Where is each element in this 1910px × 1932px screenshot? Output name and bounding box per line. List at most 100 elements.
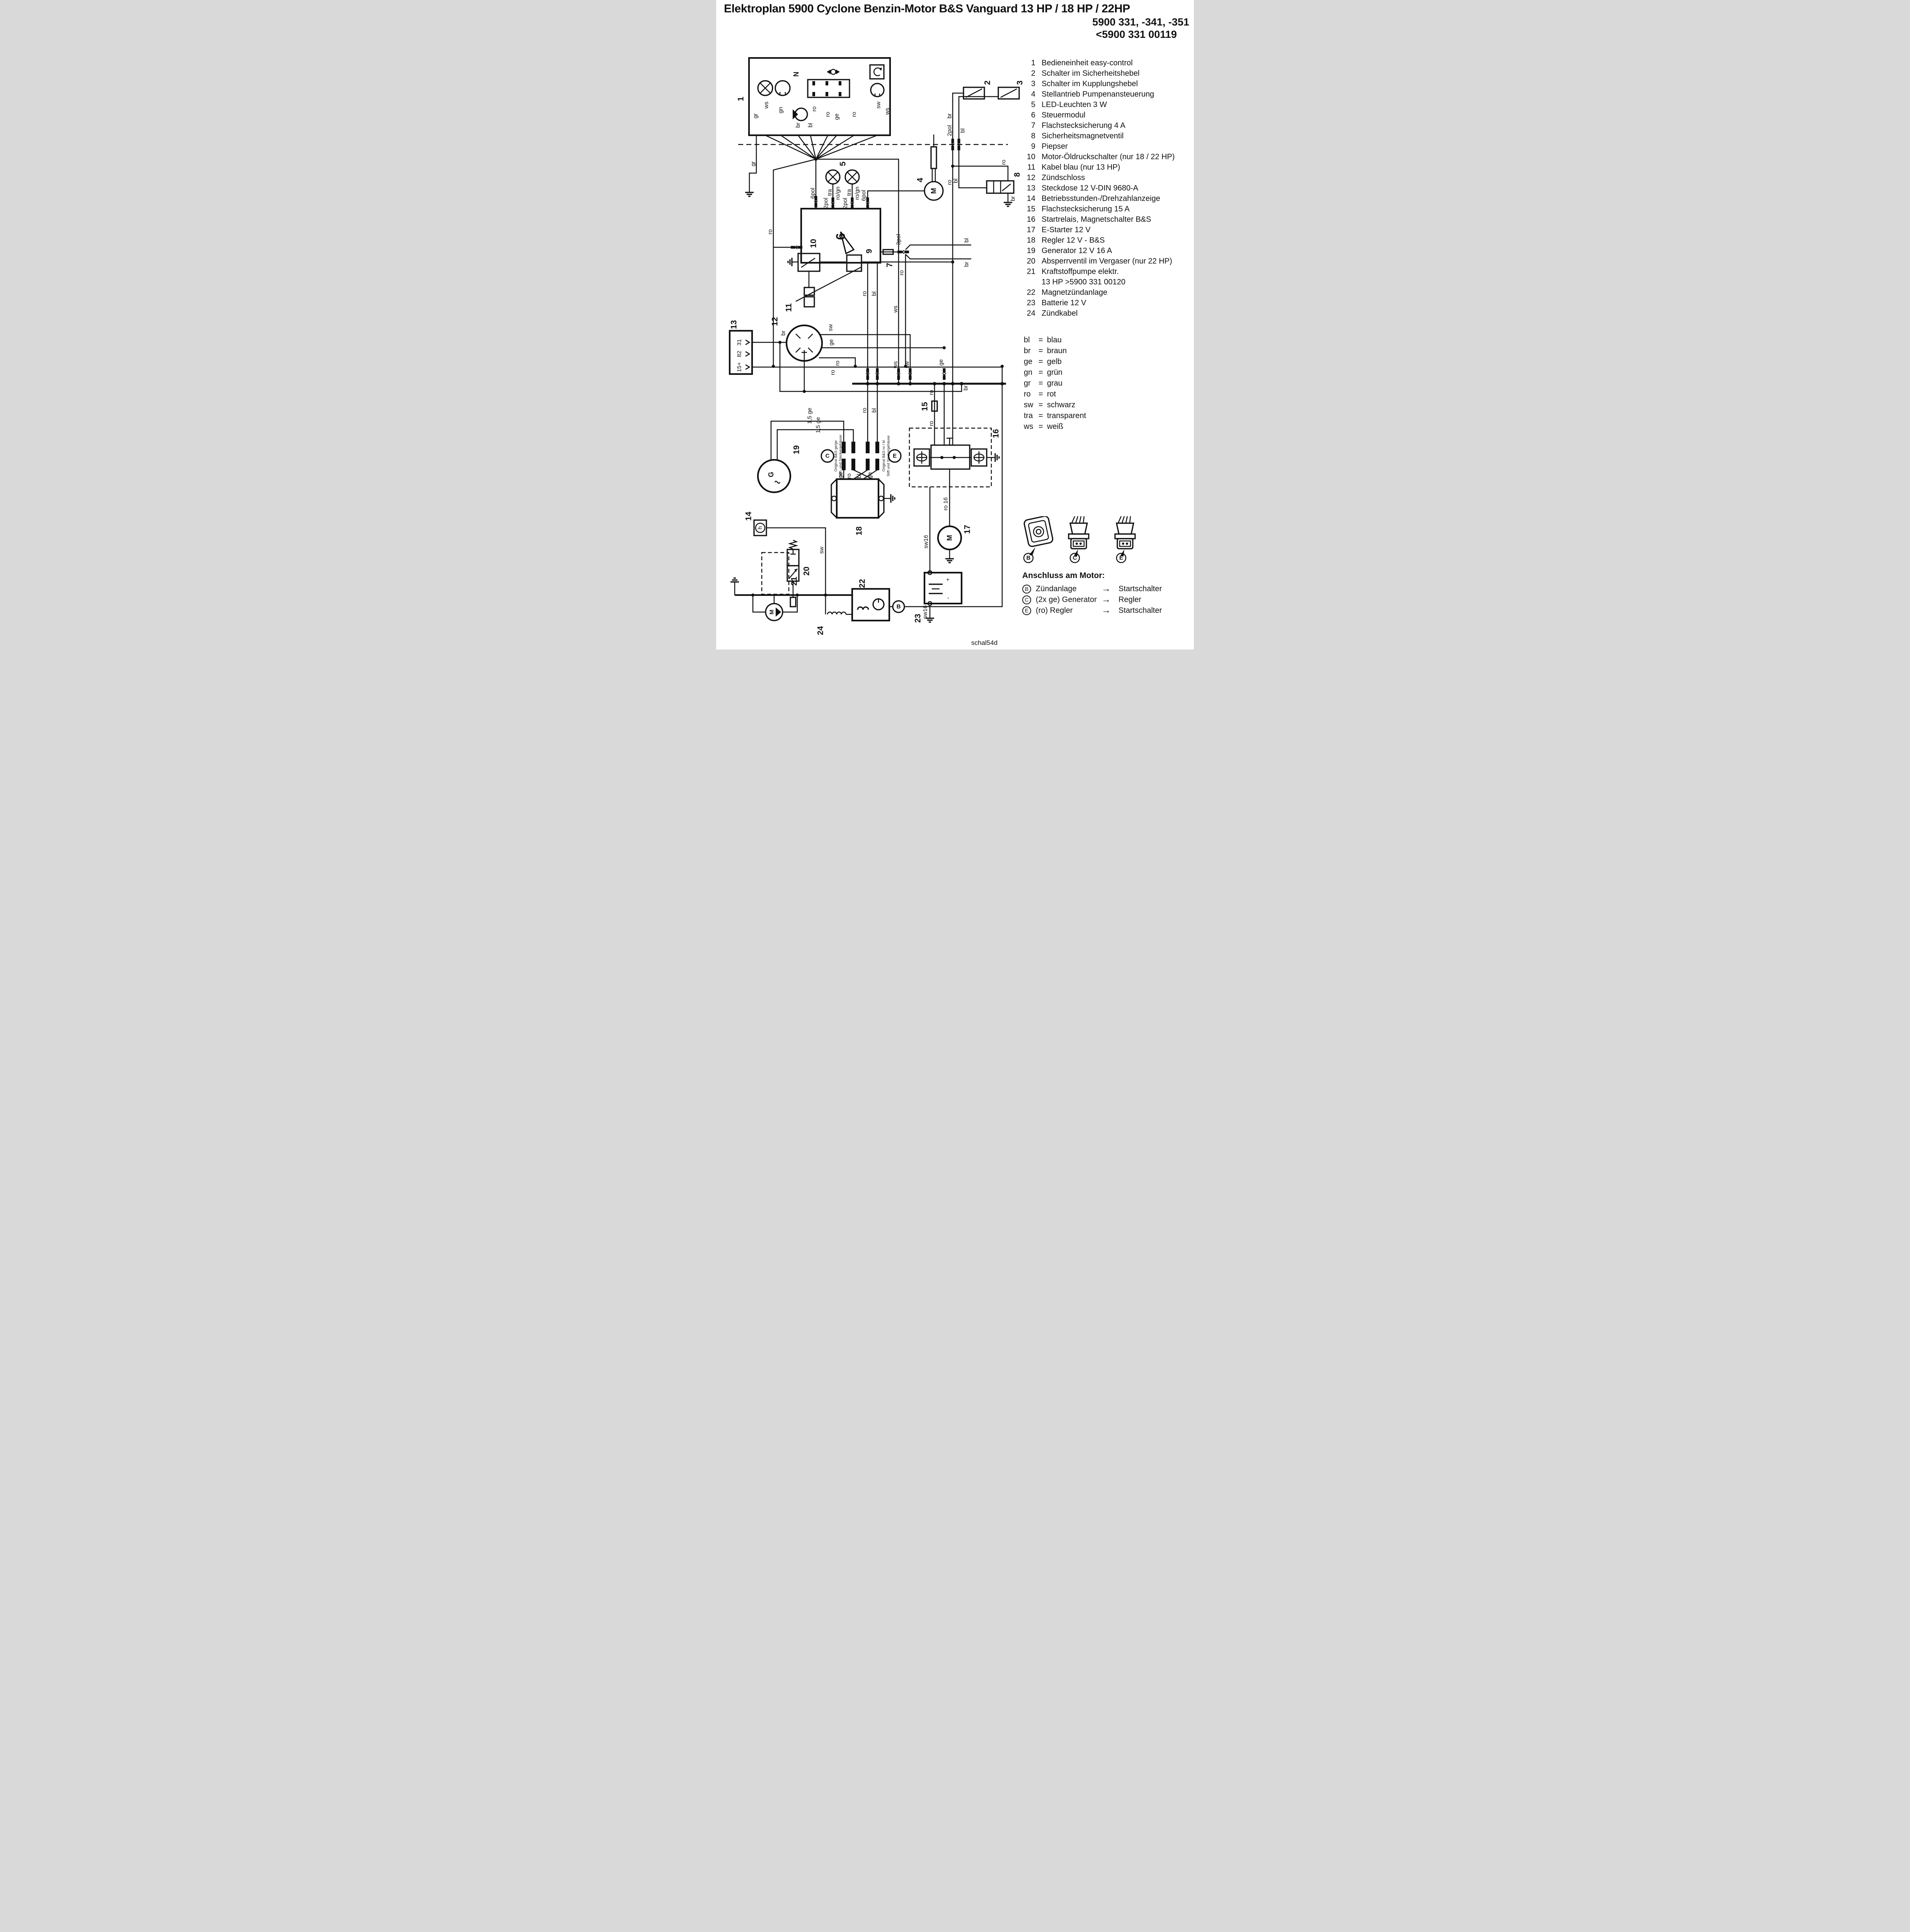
- wire-label: ro: [767, 229, 774, 234]
- wire-label: 1,5 ge: [807, 408, 813, 424]
- wire-label: br: [946, 113, 953, 118]
- item-label: Flachstecksicherung 15 A: [1042, 205, 1130, 213]
- color-row: gn=grün: [1024, 367, 1086, 378]
- neutral-symbol: N: [792, 72, 800, 77]
- item-number: [1024, 277, 1035, 287]
- anschluss-to: Startschalter: [1118, 606, 1162, 615]
- item-label: Flachstecksicherung 4 A: [1042, 121, 1125, 130]
- serial-range: <5900 331 00119: [1096, 29, 1177, 40]
- item-label: Schalter im Sicherheitshebel: [1042, 69, 1140, 78]
- component-number: 20: [802, 566, 811, 575]
- drive-direction-icon: [827, 69, 840, 75]
- wire-label: sw: [827, 324, 834, 332]
- hour-symbol: h: [757, 526, 764, 529]
- color-abbr: ws: [1024, 422, 1033, 431]
- list-item: 10 Motor-Öldruckschalter (nur 18 / 22 HP): [1024, 152, 1175, 162]
- item-number: 22: [1026, 288, 1035, 297]
- component-number: 4: [916, 178, 925, 182]
- item-label: Magnetzündanlage: [1042, 288, 1108, 297]
- connector-key-b: B: [897, 604, 901, 610]
- item-label: 13 HP >5900 331 00120: [1042, 278, 1126, 286]
- item-label: Motor-Öldruckschalter (nur 18 / 22 HP): [1042, 153, 1175, 161]
- component-4-stellantrieb: M 4: [867, 134, 944, 209]
- wire-label: ge: [838, 472, 844, 479]
- wire-label: ws: [892, 361, 899, 369]
- wire-label: sw16: [922, 605, 929, 619]
- wire-label: tra: [827, 189, 833, 196]
- component-number: 24: [816, 626, 825, 635]
- model-numbers: 5900 331, -341, -351: [1092, 16, 1189, 28]
- switch-wiring: br 2pol bl ro ro bl: [946, 92, 1009, 384]
- component-22-magnetzuendanlage: 22 B: [851, 366, 1003, 622]
- item-label: E-Starter 12 V: [1042, 226, 1091, 234]
- item-label: Regler 12 V - B&S: [1042, 236, 1105, 245]
- color-row: ws=weiß: [1024, 421, 1086, 432]
- color-name: rot: [1047, 390, 1056, 398]
- component-number: 17: [963, 525, 972, 534]
- item-number: 18: [1026, 236, 1035, 245]
- component-number: 19: [792, 445, 801, 454]
- component-number: 22: [858, 579, 867, 588]
- item-label: Sicherheitsmagnetventil: [1042, 132, 1124, 140]
- wire-label: ro 16: [943, 497, 949, 510]
- component-number: 11: [785, 303, 793, 312]
- color-row: bl=blau: [1024, 335, 1086, 345]
- component-number: 16: [992, 429, 1001, 438]
- beeper-icon: [793, 107, 808, 121]
- wire-label: ws: [892, 306, 899, 313]
- wire-label: ro: [834, 361, 841, 366]
- wire-label: ro/gn: [835, 187, 841, 200]
- terminal-label: 31: [736, 339, 743, 346]
- component-24-zuendkabel: 24: [816, 611, 852, 635]
- list-item-continuation: 13 HP >5900 331 00120: [1024, 277, 1175, 287]
- motor-symbol: M: [930, 188, 938, 194]
- connector-block-icon: [807, 79, 850, 98]
- color-name: grau: [1047, 379, 1063, 388]
- list-item: 3 Schalter im Kupplungshebel: [1024, 79, 1175, 89]
- color-row: br=braun: [1024, 345, 1086, 356]
- wire-label: br: [795, 122, 802, 128]
- wire-label: ro: [861, 291, 868, 296]
- motor-connectors-c-e: C Original B&S ge/ge Stift- und Steckerg…: [821, 435, 902, 480]
- anschluss-heading: Anschluss am Motor:: [1022, 571, 1105, 580]
- schematic-svg: 1 N gr ws gn ro br bl ro: [729, 57, 1025, 635]
- item-label: Kabel blau (nur 13 HP): [1042, 163, 1120, 172]
- component-number: 5: [839, 162, 848, 166]
- key-circle-e: E: [1022, 606, 1031, 615]
- wire-label: 6pol: [810, 188, 816, 199]
- item-number: 3: [1031, 80, 1035, 88]
- wire-label: 6pol: [861, 190, 867, 201]
- item-number: 16: [1026, 215, 1035, 224]
- wiring-diagram-page: Elektroplan 5900 Cyclone Benzin-Motor B&…: [716, 0, 1194, 650]
- wire-label: gn: [778, 107, 784, 114]
- item-number: 5: [1031, 100, 1035, 109]
- wire-label: sw: [904, 361, 911, 369]
- item-label: Batterie 12 V: [1042, 299, 1086, 307]
- wire-label: ro: [899, 270, 905, 275]
- color-row: ge=gelb: [1024, 356, 1086, 367]
- wire-label: ro: [861, 408, 868, 413]
- component-12-zuendschloss: 12 sw ge ro br: [771, 317, 946, 391]
- component-6-steuermodul: 6 6pol: [800, 190, 882, 264]
- item-label: Schalter im Kupplungshebel: [1042, 80, 1138, 88]
- wire-label: bl: [953, 179, 959, 183]
- item-number: 12: [1026, 173, 1035, 182]
- item-label: Generator 12 V 16 A: [1042, 247, 1112, 255]
- item-label: Piepser: [1042, 142, 1068, 151]
- wire-label: sw16: [923, 535, 929, 548]
- color-abbr: sw: [1024, 401, 1033, 409]
- wire-label: bl: [871, 291, 878, 296]
- color-name: grün: [1047, 368, 1063, 377]
- rotation-icon: [869, 64, 885, 80]
- connector-note: Stift- und Steckergehäuse: [839, 435, 843, 477]
- item-number: 10: [1026, 153, 1035, 161]
- item-label: Kraftstoffpumpe elektr.: [1042, 267, 1119, 276]
- color-row: sw=schwarz: [1024, 400, 1086, 410]
- item-number: 14: [1026, 194, 1035, 203]
